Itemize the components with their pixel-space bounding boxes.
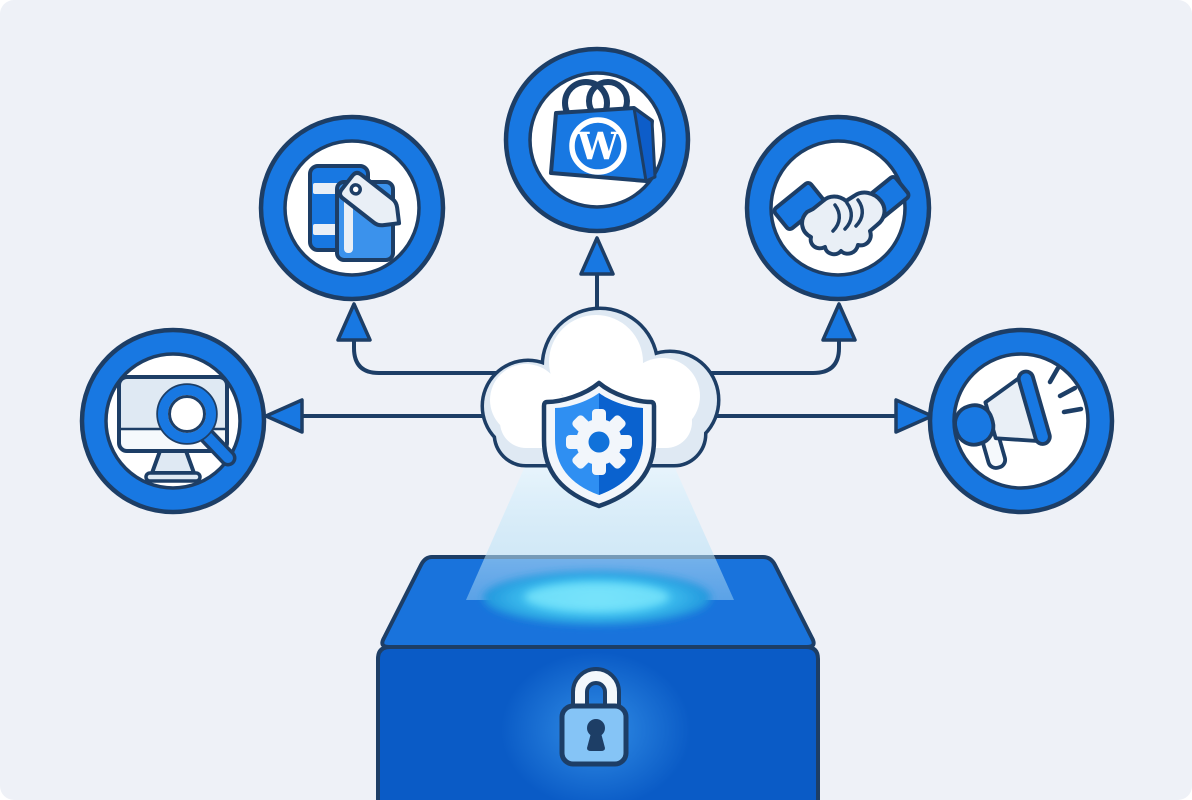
- keyhole-circle: [587, 719, 605, 737]
- node-promotion: [927, 327, 1115, 515]
- monitor-base: [144, 471, 202, 483]
- arrowhead-up-left: [336, 302, 372, 342]
- megaphone-back: [953, 403, 996, 447]
- price-tag: [337, 170, 402, 228]
- arrowhead-left: [264, 398, 304, 434]
- wordpress-shopping-bag-icon: W: [549, 79, 657, 183]
- finger-overlap-lines: [831, 198, 864, 233]
- arrowhead-right: [894, 398, 934, 434]
- wordpress-logo-ring: [569, 117, 627, 175]
- wordpress-logo-w: W: [576, 124, 619, 168]
- padlock-icon: [559, 667, 629, 767]
- clasped-hands: [800, 190, 887, 257]
- locked-box: [376, 555, 820, 800]
- megaphone-icon: [953, 365, 1084, 470]
- connector-hub-to-upper-right: [688, 336, 841, 375]
- arrowhead-up-top: [579, 236, 615, 276]
- node-partnership: [744, 114, 932, 302]
- bag-side-fold: [632, 106, 657, 183]
- padlock-shackle: [575, 671, 617, 708]
- megaphone-rim: [1016, 369, 1052, 446]
- security-shield: [541, 380, 657, 509]
- handshake-icon: [772, 175, 911, 257]
- node-catalog: [258, 114, 446, 302]
- cloud-shield-gear-icon: [480, 306, 721, 509]
- books-price-tag-icon: [308, 164, 402, 262]
- magnifier: [156, 383, 237, 467]
- gear-hole: [588, 431, 610, 453]
- gear-icon: [566, 409, 632, 475]
- connector-hub-to-upper-left: [352, 336, 512, 375]
- node-site-search: [79, 327, 267, 515]
- monitor-stand: [150, 449, 196, 475]
- node-wordpress-store: W: [503, 46, 691, 234]
- sound-lines: [1047, 365, 1084, 415]
- light-beam: [466, 448, 734, 600]
- beam-glow-core: [525, 583, 669, 611]
- connector-arrowheads: [264, 236, 934, 434]
- arrowhead-up-right: [821, 302, 857, 342]
- keyhole-stem: [587, 733, 605, 751]
- monitor-magnifier-icon: [117, 375, 237, 483]
